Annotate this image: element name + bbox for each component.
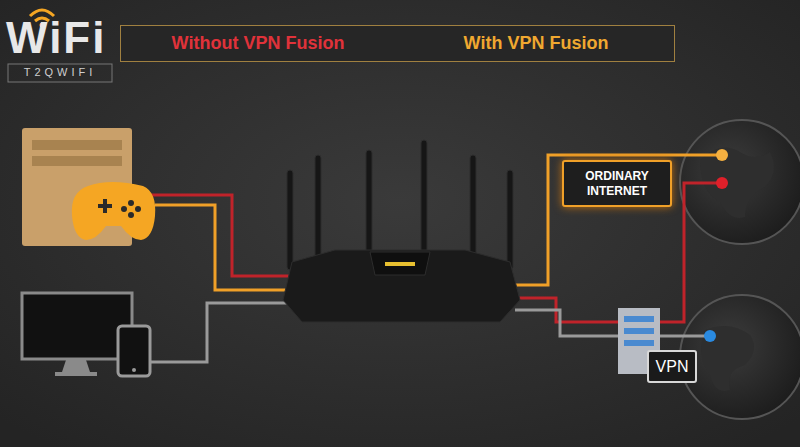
logo-watermark: WiFi bbox=[6, 14, 106, 62]
globe bbox=[680, 295, 800, 419]
header-text: Without VPN Fusion bbox=[172, 33, 345, 55]
box-text: ORDINARY INTERNET bbox=[582, 169, 652, 198]
vpn-tag: VPN bbox=[647, 350, 697, 383]
gamepad bbox=[72, 182, 155, 240]
internet-box: ORDINARY INTERNET bbox=[562, 160, 672, 207]
phone bbox=[118, 326, 150, 376]
logo-frame bbox=[8, 64, 112, 82]
router bbox=[283, 140, 520, 322]
box-text: VPN bbox=[656, 357, 689, 376]
header-band: Without VPN Fusion With VPN Fusion bbox=[120, 25, 675, 62]
monitor bbox=[22, 293, 132, 376]
header-text: With VPN Fusion bbox=[464, 33, 609, 55]
logo-watermark: T2QWIFI bbox=[24, 66, 97, 78]
